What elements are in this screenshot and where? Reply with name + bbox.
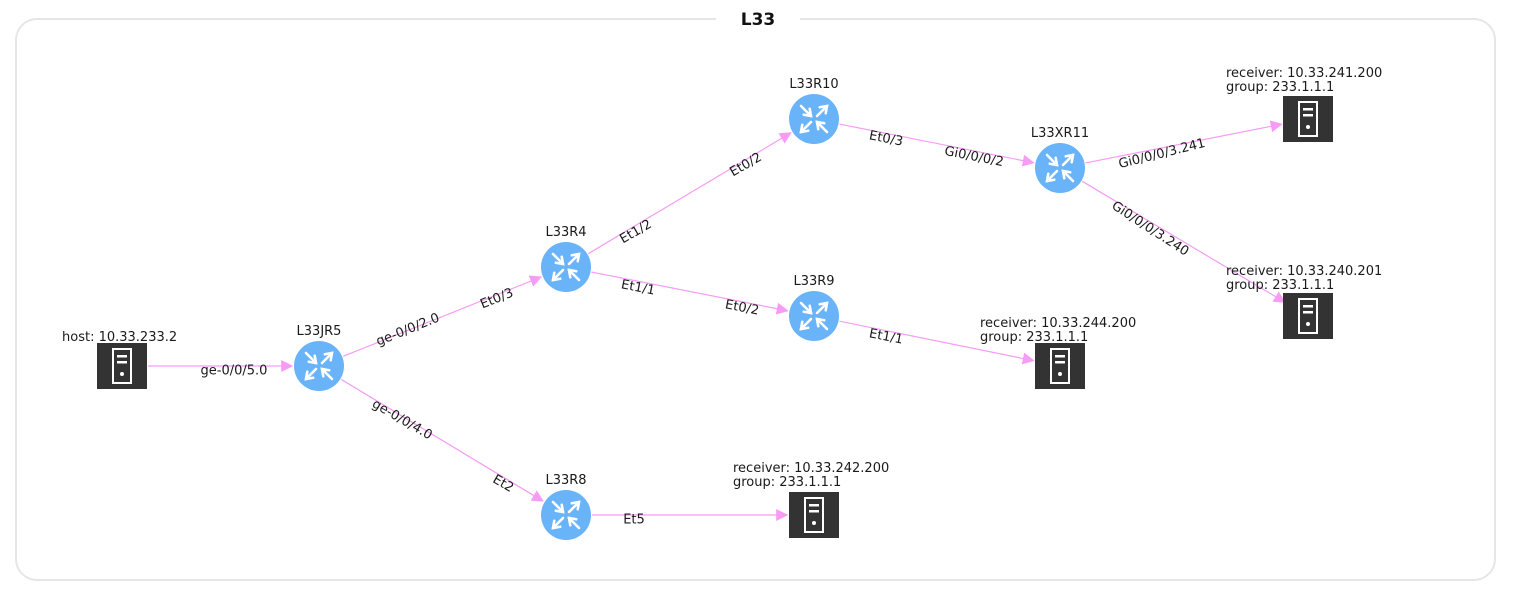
node-label: receiver: 10.33.241.200: [1226, 66, 1382, 81]
port-label: Et1/1: [620, 277, 656, 298]
link-L33JR5-to-L33R4: [342, 275, 543, 357]
port-label: ge-0/0/4.0: [369, 397, 434, 443]
node-label: L33R4: [545, 225, 586, 240]
node-label: L33R8: [545, 473, 586, 488]
server-icon: [1283, 293, 1333, 339]
port-label: Et0/3: [868, 128, 904, 149]
link-L33R10-to-L33XR11: [839, 123, 1035, 167]
port-label: Et0/2: [727, 150, 764, 180]
node-label: group: 233.1.1.1: [1226, 80, 1334, 95]
router-icon: [294, 341, 344, 391]
link-L33R4-to-L33R9: [591, 271, 789, 315]
node-label: group: 233.1.1.1: [980, 330, 1088, 345]
node-L33R9[interactable]: L33R9: [789, 274, 839, 341]
node-label: group: 233.1.1.1: [733, 475, 841, 490]
port-label: Gi0/0/0/3.240: [1109, 199, 1192, 260]
node-label: L33R9: [793, 274, 834, 289]
node-label: L33R10: [789, 77, 838, 92]
node-host[interactable]: host: 10.33.233.2: [62, 330, 177, 389]
router-icon: [541, 242, 591, 292]
port-label: Et1/2: [617, 217, 654, 247]
node-label: receiver: 10.33.244.200: [980, 316, 1136, 331]
port-label: Gi0/0/0/2: [943, 144, 1005, 170]
port-label: Gi0/0/0/3.241: [1117, 136, 1207, 172]
router-icon: [789, 94, 839, 144]
node-L33R8[interactable]: L33R8: [541, 473, 591, 540]
node-L33JR5[interactable]: L33JR5: [294, 324, 344, 391]
router-icon: [789, 291, 839, 341]
node-label: host: 10.33.233.2: [62, 330, 177, 345]
server-icon: [1035, 343, 1085, 389]
link-L33R4-to-L33R10: [588, 132, 792, 255]
port-label: ge-0/0/5.0: [201, 364, 268, 379]
server-icon: [1283, 96, 1333, 142]
node-label: receiver: 10.33.240.201: [1226, 264, 1382, 279]
server-icon: [789, 492, 839, 538]
links-layer: [148, 120, 1286, 521]
router-icon: [541, 490, 591, 540]
server-icon: [97, 343, 147, 389]
link-L33R9-to-rcv244: [839, 320, 1035, 365]
node-label: group: 233.1.1.1: [1226, 278, 1334, 293]
node-label: L33XR11: [1031, 126, 1089, 141]
router-icon: [1035, 143, 1085, 193]
port-label: Et0/2: [724, 297, 760, 318]
port-label: Et0/3: [478, 286, 515, 313]
node-L33XR11[interactable]: L33XR11: [1031, 126, 1089, 193]
link-L33XR11-to-rcv240: [1082, 180, 1286, 303]
port-label: Et2: [490, 472, 516, 496]
port-label: ge-0/0/2.0: [374, 311, 442, 350]
node-label: receiver: 10.33.242.200: [733, 461, 889, 476]
link-L33XR11-to-rcv241: [1085, 120, 1283, 164]
node-L33R4[interactable]: L33R4: [541, 225, 591, 292]
node-L33R10[interactable]: L33R10: [789, 77, 839, 144]
diagram-title: L33: [716, 6, 800, 34]
port-label: Et5: [623, 513, 645, 528]
node-label: L33JR5: [297, 324, 342, 339]
port-label: Et1/1: [868, 326, 904, 347]
link-L33JR5-to-L33R8: [340, 378, 544, 502]
